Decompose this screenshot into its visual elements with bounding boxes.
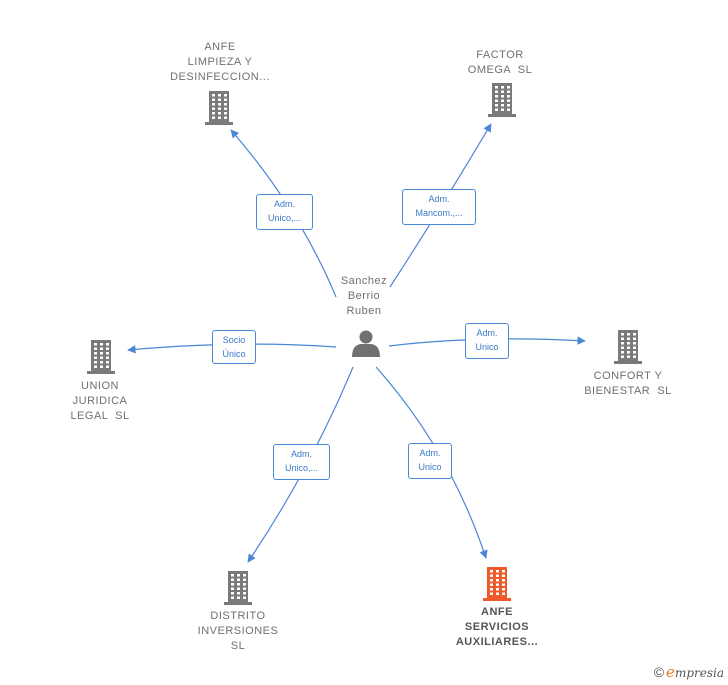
relation-label-confort-bienestar[interactable]: Adm. Unico: [465, 323, 509, 359]
relation-label-anfe-limpieza[interactable]: Adm. Unico,...: [256, 194, 313, 230]
relation-line: Mancom.,...: [415, 208, 463, 218]
center-person-name[interactable]: Sanchez Berrio Ruben: [340, 275, 388, 317]
relation-line: Unico,...: [284, 463, 318, 473]
icons-layer: [87, 83, 642, 605]
relation-line: Unico: [475, 342, 499, 352]
person-icon[interactable]: [352, 330, 380, 358]
relation-line: Adm.: [273, 199, 295, 209]
company-name-distrito-inversiones[interactable]: DISTRITO INVERSIONES SL: [197, 610, 279, 652]
company-name-anfe-limpieza[interactable]: ANFE LIMPIEZA Y DESINFECCION...: [170, 41, 270, 83]
relation-line: Adm.: [428, 194, 450, 204]
relation-label-factor-omega[interactable]: Adm. Mancom.,...: [402, 189, 476, 225]
relation-line: Unico,...: [267, 213, 301, 223]
relation-label-distrito-inversiones[interactable]: Adm. Unico,...: [273, 444, 330, 480]
relation-line: Adm.: [290, 449, 312, 459]
company-name-anfe-servicios[interactable]: ANFE SERVICIOS AUXILIARES...: [455, 606, 539, 648]
building-icon[interactable]: [87, 340, 115, 374]
building-icon[interactable]: [488, 83, 516, 117]
building-icon[interactable]: [483, 567, 511, 601]
copyright-symbol: ©: [653, 664, 665, 680]
brand-name: mpresia: [674, 666, 724, 680]
company-name-factor-omega[interactable]: FACTOR OMEGA SL: [467, 49, 533, 76]
relation-label-anfe-servicios[interactable]: Adm. Unico: [408, 443, 452, 479]
relation-line: Adm.: [419, 448, 441, 458]
building-icon[interactable]: [205, 91, 233, 125]
building-icon[interactable]: [224, 571, 252, 605]
relation-line: Único: [222, 349, 246, 359]
edges-layer: [127, 123, 586, 563]
relation-line: Adm.: [476, 328, 498, 338]
brand-watermark: ©empresia: [654, 663, 724, 681]
company-name-union-juridica[interactable]: UNION JURIDICA LEGAL SL: [70, 380, 130, 422]
brand-logo-e: e: [666, 663, 675, 681]
relation-line: Unico: [418, 462, 442, 472]
building-icon[interactable]: [614, 330, 642, 364]
company-name-confort-bienestar[interactable]: CONFORT Y BIENESTAR SL: [584, 370, 672, 397]
relation-line: Socio: [222, 335, 246, 345]
